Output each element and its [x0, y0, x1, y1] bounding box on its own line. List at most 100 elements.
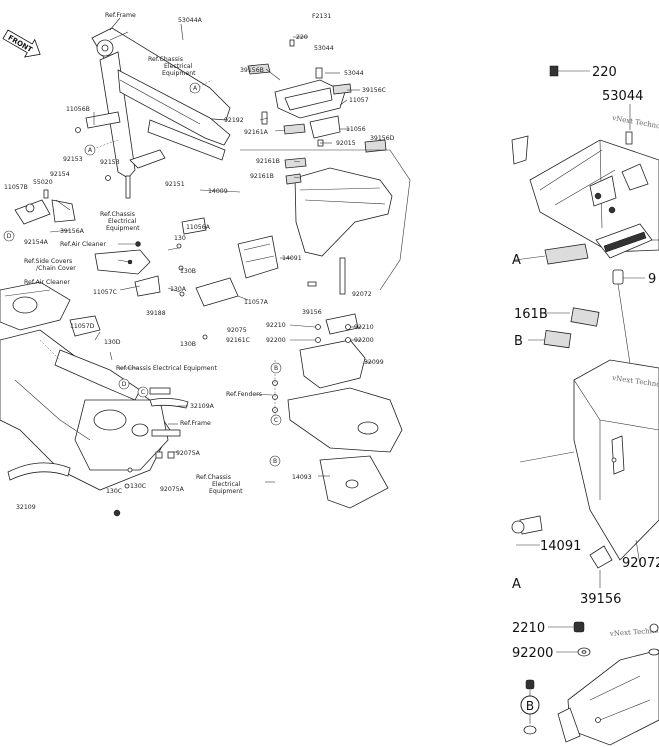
label-53044-b: 53044 [344, 70, 364, 77]
label-92161b-2: 92161B [250, 173, 274, 180]
battery-case-assembly [247, 39, 387, 153]
lower-frame [0, 315, 181, 491]
label-130a: 130A [170, 286, 187, 293]
label-92154: 92154 [50, 171, 70, 178]
label-92200-a: 92200 [266, 337, 286, 344]
label-92075a-2: 92075A [160, 486, 185, 493]
label-ref-chassis-top-3: Equipment [162, 70, 196, 77]
zoom-pad-b: B [514, 329, 572, 349]
zoom-washer-92200: 92200 [512, 646, 659, 661]
label-130: 130 [174, 235, 186, 242]
label-ref-chassis-mid: Ref.Chassis [100, 211, 135, 218]
zoom-nut-92015: 9 [612, 269, 656, 287]
callout-c-upper: C [137, 386, 149, 398]
label-130d: 130D [104, 339, 121, 346]
zoom-label-a: A [512, 253, 521, 268]
svg-text:D: D [122, 381, 127, 388]
zoom-label-2210: 2210 [512, 621, 545, 636]
label-92153-b: 92153 [100, 159, 120, 166]
label-32099: 32099 [364, 359, 384, 366]
zoomed-detail: 220 53044 vNext Technology A [511, 65, 659, 746]
label-11056: 11056 [346, 126, 366, 133]
zoom-pad-161b: 161B [514, 307, 600, 327]
grab-pipes [7, 398, 189, 517]
callout-d-left: D [3, 230, 15, 242]
zoom-bolt-220: 220 [549, 65, 617, 80]
zoom-label-92072: 92072 [622, 556, 659, 571]
label-14091: 14091 [282, 255, 302, 262]
label-92015: 92015 [336, 140, 356, 147]
zoom-pad-left: A [512, 243, 589, 268]
label-92161a: 92161A [244, 129, 269, 136]
callout-b-bottom: B [269, 455, 281, 467]
label-92075a: 92075A [176, 450, 201, 457]
callout-d-mid: D [118, 378, 130, 390]
zoom-label-161b: 161B [514, 307, 548, 322]
label-39156d: 39156D [370, 135, 395, 142]
callout-b-right: B [270, 362, 282, 374]
callout-c-right: C [270, 414, 282, 426]
label-130b: 130B [180, 268, 196, 275]
zoom-label-220: 220 [592, 65, 617, 80]
middle-bracket [176, 217, 279, 340]
label-39156b: 39156B [240, 67, 264, 74]
label-130c: 130C [106, 488, 122, 495]
air-cleaner-assembly [0, 281, 71, 331]
label-ref-chassis-top: Ref.Chassis [148, 56, 183, 63]
svg-text:A: A [193, 85, 198, 92]
label-11057c: 11057C [93, 289, 117, 296]
label-ref-chassis-bot-2: Electrical [212, 481, 241, 488]
zoom-label-9: 9 [648, 272, 656, 287]
label-39156: 39156 [302, 309, 322, 316]
side-cover-bracket [94, 241, 161, 297]
front-arrow: FRONT [2, 29, 41, 58]
callout-a-left: A [84, 144, 96, 156]
full-parts-diagram: F2131 FRONT [0, 12, 411, 517]
label-ref-chassis-mid-3: Equipment [106, 225, 140, 232]
label-39156c: 39156C [362, 87, 386, 94]
label-53044a: 53044A [178, 17, 203, 24]
zoom-battery-tray [511, 135, 659, 253]
svg-text:B: B [273, 458, 277, 465]
leader-lines [49, 17, 372, 483]
zoom-label-53044: 53044 [602, 89, 643, 104]
label-ref-chassis-bot-3: Equipment [209, 488, 243, 495]
svg-text:A: A [88, 147, 93, 154]
svg-text:C: C [274, 417, 278, 424]
label-ref-chain-cover: /Chain Cover [36, 265, 76, 272]
label-92161b: 92161B [256, 158, 280, 165]
svg-text:B: B [526, 699, 534, 713]
label-ref-chassis-bot: Ref.Chassis [196, 474, 231, 481]
zoom-rear-fender-lower [557, 649, 659, 746]
label-92192: 92192 [224, 117, 244, 124]
label-92210-b: 92210 [354, 324, 374, 331]
zoom-label-b: B [514, 334, 523, 349]
label-11056b: 11056B [66, 106, 90, 113]
svg-text:C: C [141, 389, 145, 396]
label-39156a: 39156A [60, 228, 85, 235]
label-11057: 11057 [349, 97, 369, 104]
label-92154a: 92154A [24, 239, 49, 246]
rear-fender [272, 281, 403, 509]
zoom-nut-92210: 2210 [512, 621, 659, 636]
label-ref-fenders: Ref.Fenders [226, 391, 262, 398]
label-ref-chassis-electrical-low: Ref.Chassis Electrical Equipment [116, 365, 217, 372]
frame-main [91, 27, 231, 179]
svg-text:D: D [7, 233, 12, 240]
label-92153-a: 92153 [63, 156, 83, 163]
left-bracket-parts [14, 111, 131, 225]
zoom-label-14091-group: 14091 [516, 539, 581, 554]
zoom-watermark-low: vNext Technology [609, 626, 659, 638]
label-92200-b: 92200 [354, 337, 374, 344]
label-130c-2: 130C [130, 483, 146, 490]
zoom-bracket-lower [595, 223, 659, 259]
callout-a-top: A [189, 82, 201, 94]
zoom-label-a-lower: A [512, 577, 521, 592]
label-53044: 53044 [314, 45, 334, 52]
label-32109a: 32109A [190, 403, 215, 410]
svg-text:B: B [274, 365, 278, 372]
label-92151: 92151 [165, 181, 185, 188]
label-92075: 92075 [227, 327, 247, 334]
label-ref-air-cleaner-2: Ref.Air Cleaner [24, 279, 70, 286]
zoom-spacer-39156: 39156 [580, 545, 621, 607]
